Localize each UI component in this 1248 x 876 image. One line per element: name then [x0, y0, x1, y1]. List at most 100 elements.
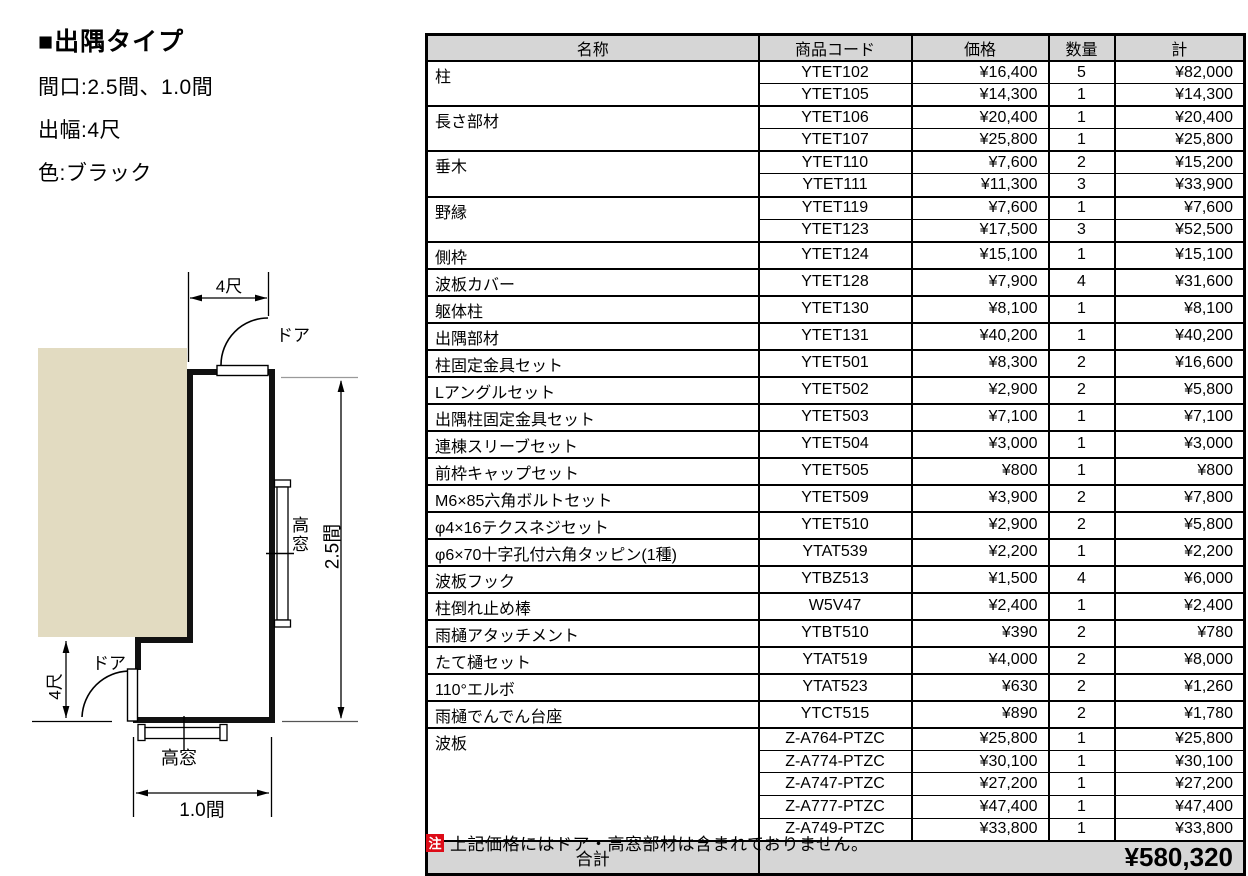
part-qty-cell: 2 [1047, 150, 1116, 175]
part-price-cell: ¥25,800 [910, 128, 1050, 152]
part-name-cell: 110°エルボ [425, 672, 760, 702]
part-sum-cell: ¥8,100 [1113, 294, 1246, 324]
part-qty-cell: 1 [1047, 321, 1116, 351]
header-sum: 計 [1113, 33, 1246, 62]
part-price-cell: ¥25,800 [910, 726, 1050, 751]
part-sum-cell: ¥5,800 [1113, 510, 1246, 540]
part-qty-cell: 2 [1047, 645, 1116, 675]
part-qty-cell: 1 [1047, 772, 1116, 797]
part-name-cell: 柱固定金具セット [425, 348, 760, 378]
part-code-cell: Z-A764-PTZC [757, 726, 913, 751]
part-price-cell: ¥890 [910, 699, 1050, 729]
part-qty-cell: 1 [1047, 105, 1116, 130]
part-sum-cell: ¥25,800 [1113, 128, 1246, 152]
part-code-cell: YTET111 [757, 173, 913, 198]
spec-line-depth: 出幅:4尺 [38, 119, 122, 142]
part-code-cell: YTET510 [757, 510, 913, 540]
part-code-cell: YTET110 [757, 150, 913, 175]
part-sum-cell: ¥14,300 [1113, 83, 1246, 107]
part-name-cell: φ6×70十字孔付六角タッピン(1種) [425, 537, 760, 567]
part-name-cell: 出隅部材 [425, 321, 760, 351]
door-left-swing-arc [81, 670, 130, 718]
header-name: 名称 [425, 33, 760, 62]
part-name-cell: 雨樋でんでん台座 [425, 699, 760, 729]
part-price-cell: ¥7,600 [910, 195, 1050, 220]
part-code-cell: YTET503 [757, 402, 913, 432]
part-name-cell: 連棟スリーブセット [425, 429, 760, 459]
part-name-cell: φ4×16テクスネジセット [425, 510, 760, 540]
part-qty-cell: 2 [1047, 375, 1116, 405]
part-qty-cell: 1 [1047, 195, 1116, 220]
part-name-cell: Lアングルセット [425, 375, 760, 405]
part-sum-cell: ¥7,600 [1113, 195, 1246, 220]
part-name-cell: 波板 [425, 726, 760, 842]
part-qty-cell: 2 [1047, 483, 1116, 513]
part-sum-cell: ¥800 [1113, 456, 1246, 486]
part-sum-cell: ¥2,400 [1113, 591, 1246, 621]
part-code-cell: Z-A777-PTZC [757, 795, 913, 819]
part-qty-cell: 2 [1047, 348, 1116, 378]
page-title: ■出隅タイプ [38, 28, 185, 56]
part-sum-cell: ¥15,200 [1113, 150, 1246, 175]
door-top-frame [216, 364, 269, 377]
part-name-cell: 垂木 [425, 150, 760, 198]
part-name-cell: 側枠 [425, 240, 760, 270]
part-qty-cell: 1 [1047, 429, 1116, 459]
window-label-right: 高窓 [289, 516, 308, 554]
part-code-cell: YTET119 [757, 195, 913, 220]
part-sum-cell: ¥33,800 [1113, 817, 1246, 842]
part-sum-cell: ¥7,800 [1113, 483, 1246, 513]
part-sum-cell: ¥27,200 [1113, 772, 1246, 797]
spec-line-color: 色:ブラック [38, 162, 152, 185]
part-name-cell: M6×85六角ボルトセット [425, 483, 760, 513]
part-code-cell: YTET504 [757, 429, 913, 459]
part-sum-cell: ¥30,100 [1113, 749, 1246, 774]
part-sum-cell: ¥82,000 [1113, 60, 1246, 85]
part-price-cell: ¥630 [910, 672, 1050, 702]
part-qty-cell: 5 [1047, 60, 1116, 85]
part-code-cell: YTBT510 [757, 618, 913, 648]
part-qty-cell: 1 [1047, 456, 1116, 486]
part-price-cell: ¥1,500 [910, 564, 1050, 594]
part-qty-cell: 1 [1047, 817, 1116, 842]
part-name-cell: 波板カバー [425, 267, 760, 297]
part-qty-cell: 1 [1047, 83, 1116, 107]
part-sum-cell: ¥15,100 [1113, 240, 1246, 270]
part-name-cell: 野縁 [425, 195, 760, 243]
info-block: ■出隅タイプ 間口:2.5間、1.0間 出幅:4尺 色:ブラック [38, 22, 213, 187]
part-sum-cell: ¥40,200 [1113, 321, 1246, 351]
part-code-cell: YTET124 [757, 240, 913, 270]
part-qty-cell: 2 [1047, 699, 1116, 729]
part-sum-cell: ¥47,400 [1113, 795, 1246, 819]
part-sum-cell: ¥52,500 [1113, 218, 1246, 243]
part-price-cell: ¥11,300 [910, 173, 1050, 198]
plan-diagram: 4尺 ドア 高窓 2.5間 4尺 ドア 高窓 1.0間 [0, 0, 430, 866]
part-qty-cell: 2 [1047, 510, 1116, 540]
part-qty-cell: 1 [1047, 795, 1116, 819]
part-qty-cell: 1 [1047, 128, 1116, 152]
part-qty-cell: 1 [1047, 294, 1116, 324]
part-sum-cell: ¥7,100 [1113, 402, 1246, 432]
part-price-cell: ¥47,400 [910, 795, 1050, 819]
part-code-cell: YTET105 [757, 83, 913, 107]
header-code: 商品コード [757, 33, 913, 62]
part-name-cell: 柱 [425, 59, 760, 107]
part-price-cell: ¥7,100 [910, 402, 1050, 432]
header-price: 価格 [910, 33, 1050, 62]
window-bottom [137, 723, 228, 742]
part-code-cell: YTET107 [757, 128, 913, 152]
part-name-cell: 出隅柱固定金具セット [425, 402, 760, 432]
